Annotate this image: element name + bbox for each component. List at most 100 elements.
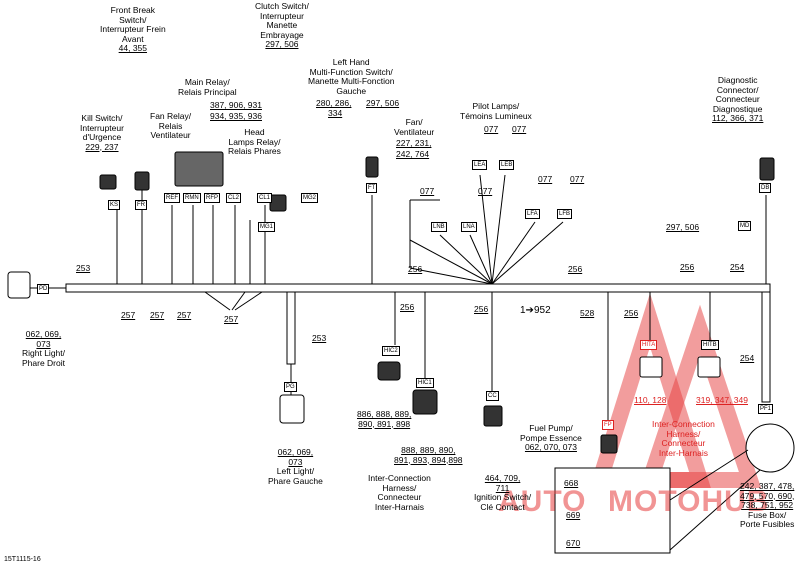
wire-257-a: 257 bbox=[121, 310, 136, 320]
conn-mg2: MG2 bbox=[301, 193, 319, 203]
left-light-plug bbox=[279, 394, 305, 424]
conn-pd: PD bbox=[37, 284, 50, 294]
conn-ref: REF bbox=[164, 193, 180, 203]
hic1-plug bbox=[412, 389, 438, 415]
conn-hita: HITA bbox=[640, 340, 658, 350]
wire-254-b: 254 bbox=[740, 353, 755, 363]
ignition-plug bbox=[483, 405, 503, 427]
conn-cl2: CL2 bbox=[226, 193, 242, 203]
conn-lnb: LNB bbox=[431, 222, 447, 232]
conn-leb: LEB bbox=[499, 160, 515, 170]
conn-mg1: MG1 bbox=[258, 222, 276, 232]
watermark-text-a: AUTO bbox=[498, 485, 587, 518]
conn-ks: KS bbox=[108, 200, 121, 210]
conn-pf1: PF1 bbox=[758, 404, 774, 414]
diag-plug bbox=[759, 157, 775, 181]
pilot-lamps-label: Pilot Lamps/Témoins Lumineux bbox=[460, 101, 532, 121]
conn-lfa: LFA bbox=[525, 209, 540, 219]
hitb-plug bbox=[697, 356, 721, 378]
conn-lea: LEA bbox=[472, 160, 488, 170]
wire-254-a: 254 bbox=[730, 262, 745, 272]
left-hand-num-c: 297, 506 bbox=[366, 98, 400, 108]
left-hand-num-b: 334 bbox=[328, 108, 343, 118]
conn-lfb: LFB bbox=[557, 209, 573, 219]
hita-num: 110, 128 bbox=[634, 395, 667, 405]
hitb-num: 319, 347, 349 bbox=[696, 395, 748, 405]
wire-257-b: 257 bbox=[150, 310, 165, 320]
wire-256-b: 256 bbox=[400, 302, 415, 312]
wire-257-d: 257 bbox=[224, 314, 239, 324]
fan-num-b: 242, 764 bbox=[396, 149, 430, 159]
conn-hitb: HITB bbox=[701, 340, 719, 350]
wire-256-a: 256 bbox=[408, 264, 423, 274]
hic1-num: 888, 889, 890,891, 893, 894,898 bbox=[394, 445, 463, 465]
wire-528: 528 bbox=[580, 308, 595, 318]
arrow-ref: 1➔952 bbox=[520, 305, 551, 316]
wire-077-d: 077 bbox=[478, 186, 493, 196]
front-brake-plug bbox=[134, 171, 150, 191]
md-num: 297, 506 bbox=[666, 222, 700, 232]
fuel-pump-label: Fuel Pump/Pompe Essence 062, 070, 073 bbox=[520, 423, 582, 452]
main-relay-num-b: 934, 935, 936 bbox=[210, 111, 262, 121]
fuse-668: 668 bbox=[564, 478, 579, 488]
main-harness bbox=[65, 283, 771, 293]
fuse-box-inset bbox=[554, 467, 671, 554]
conn-cc: CC bbox=[486, 391, 499, 401]
fan-label: Fan/Ventilateur bbox=[394, 117, 435, 137]
conn-pg: PG bbox=[284, 382, 297, 392]
watermark-text-b: MOTOHUB bbox=[608, 485, 770, 518]
fuel-plug bbox=[600, 434, 618, 454]
mg1-plug bbox=[269, 194, 287, 212]
wire-257-c: 257 bbox=[177, 310, 192, 320]
hic2-num: 886, 888, 889,890, 891, 898 bbox=[357, 409, 412, 429]
conn-rmn: RMN bbox=[183, 193, 201, 203]
right-light-label: 062, 069,073 Right Light/Phare Droit bbox=[22, 329, 65, 368]
kill-switch-plug bbox=[99, 174, 117, 190]
conn-db: DB bbox=[759, 183, 772, 193]
figure-id: 15T1115-16 bbox=[4, 556, 41, 563]
left-light-label: 062, 069,073 Left Light/Phare Gauche bbox=[268, 447, 323, 486]
wire-256-c: 256 bbox=[474, 304, 489, 314]
wire-256-f: 256 bbox=[680, 262, 695, 272]
conn-cl1: CL1 bbox=[257, 193, 273, 203]
conn-rfp: RFP bbox=[204, 193, 220, 203]
hic2-plug bbox=[377, 361, 401, 381]
main-relay-label: Main Relay/Relais Principal bbox=[178, 77, 237, 97]
wire-077-c: 077 bbox=[420, 186, 435, 196]
conn-ft: FT bbox=[366, 183, 378, 193]
conn-fp: FP bbox=[602, 420, 614, 430]
conn-lna: LNA bbox=[461, 222, 477, 232]
fuse-669: 669 bbox=[566, 510, 581, 520]
hita-plug bbox=[639, 356, 663, 378]
wire-077-e: 077 bbox=[538, 174, 553, 184]
main-relay-num-a: 387, 906, 931 bbox=[210, 100, 262, 110]
wire-253-b: 253 bbox=[312, 333, 327, 343]
wire-077-b: 077 bbox=[512, 124, 527, 134]
wire-253-a: 253 bbox=[76, 263, 91, 273]
conn-hic2: HIC2 bbox=[382, 346, 400, 356]
conn-hic1: HIC1 bbox=[416, 378, 434, 388]
conn-md: MD bbox=[738, 221, 752, 231]
conn-fr: FR bbox=[135, 200, 147, 210]
wire-077-f: 077 bbox=[570, 174, 585, 184]
wire-256-e: 256 bbox=[624, 308, 639, 318]
fan-num-a: 227, 231, bbox=[396, 138, 432, 148]
fuse-box-label: 242, 387, 478,479, 570, 690,738, 751, 95… bbox=[740, 481, 795, 529]
fan-plug bbox=[365, 156, 379, 178]
right-light-plug bbox=[7, 271, 31, 299]
ignition-label: 464, 709,711 Ignition Switch/Clé Contact bbox=[474, 473, 532, 512]
wire-256-d: 256 bbox=[568, 264, 583, 274]
wire-077-a: 077 bbox=[484, 124, 499, 134]
fuse-670: 670 bbox=[566, 538, 581, 548]
left-hand-num-a: 280, 286, bbox=[316, 98, 352, 108]
